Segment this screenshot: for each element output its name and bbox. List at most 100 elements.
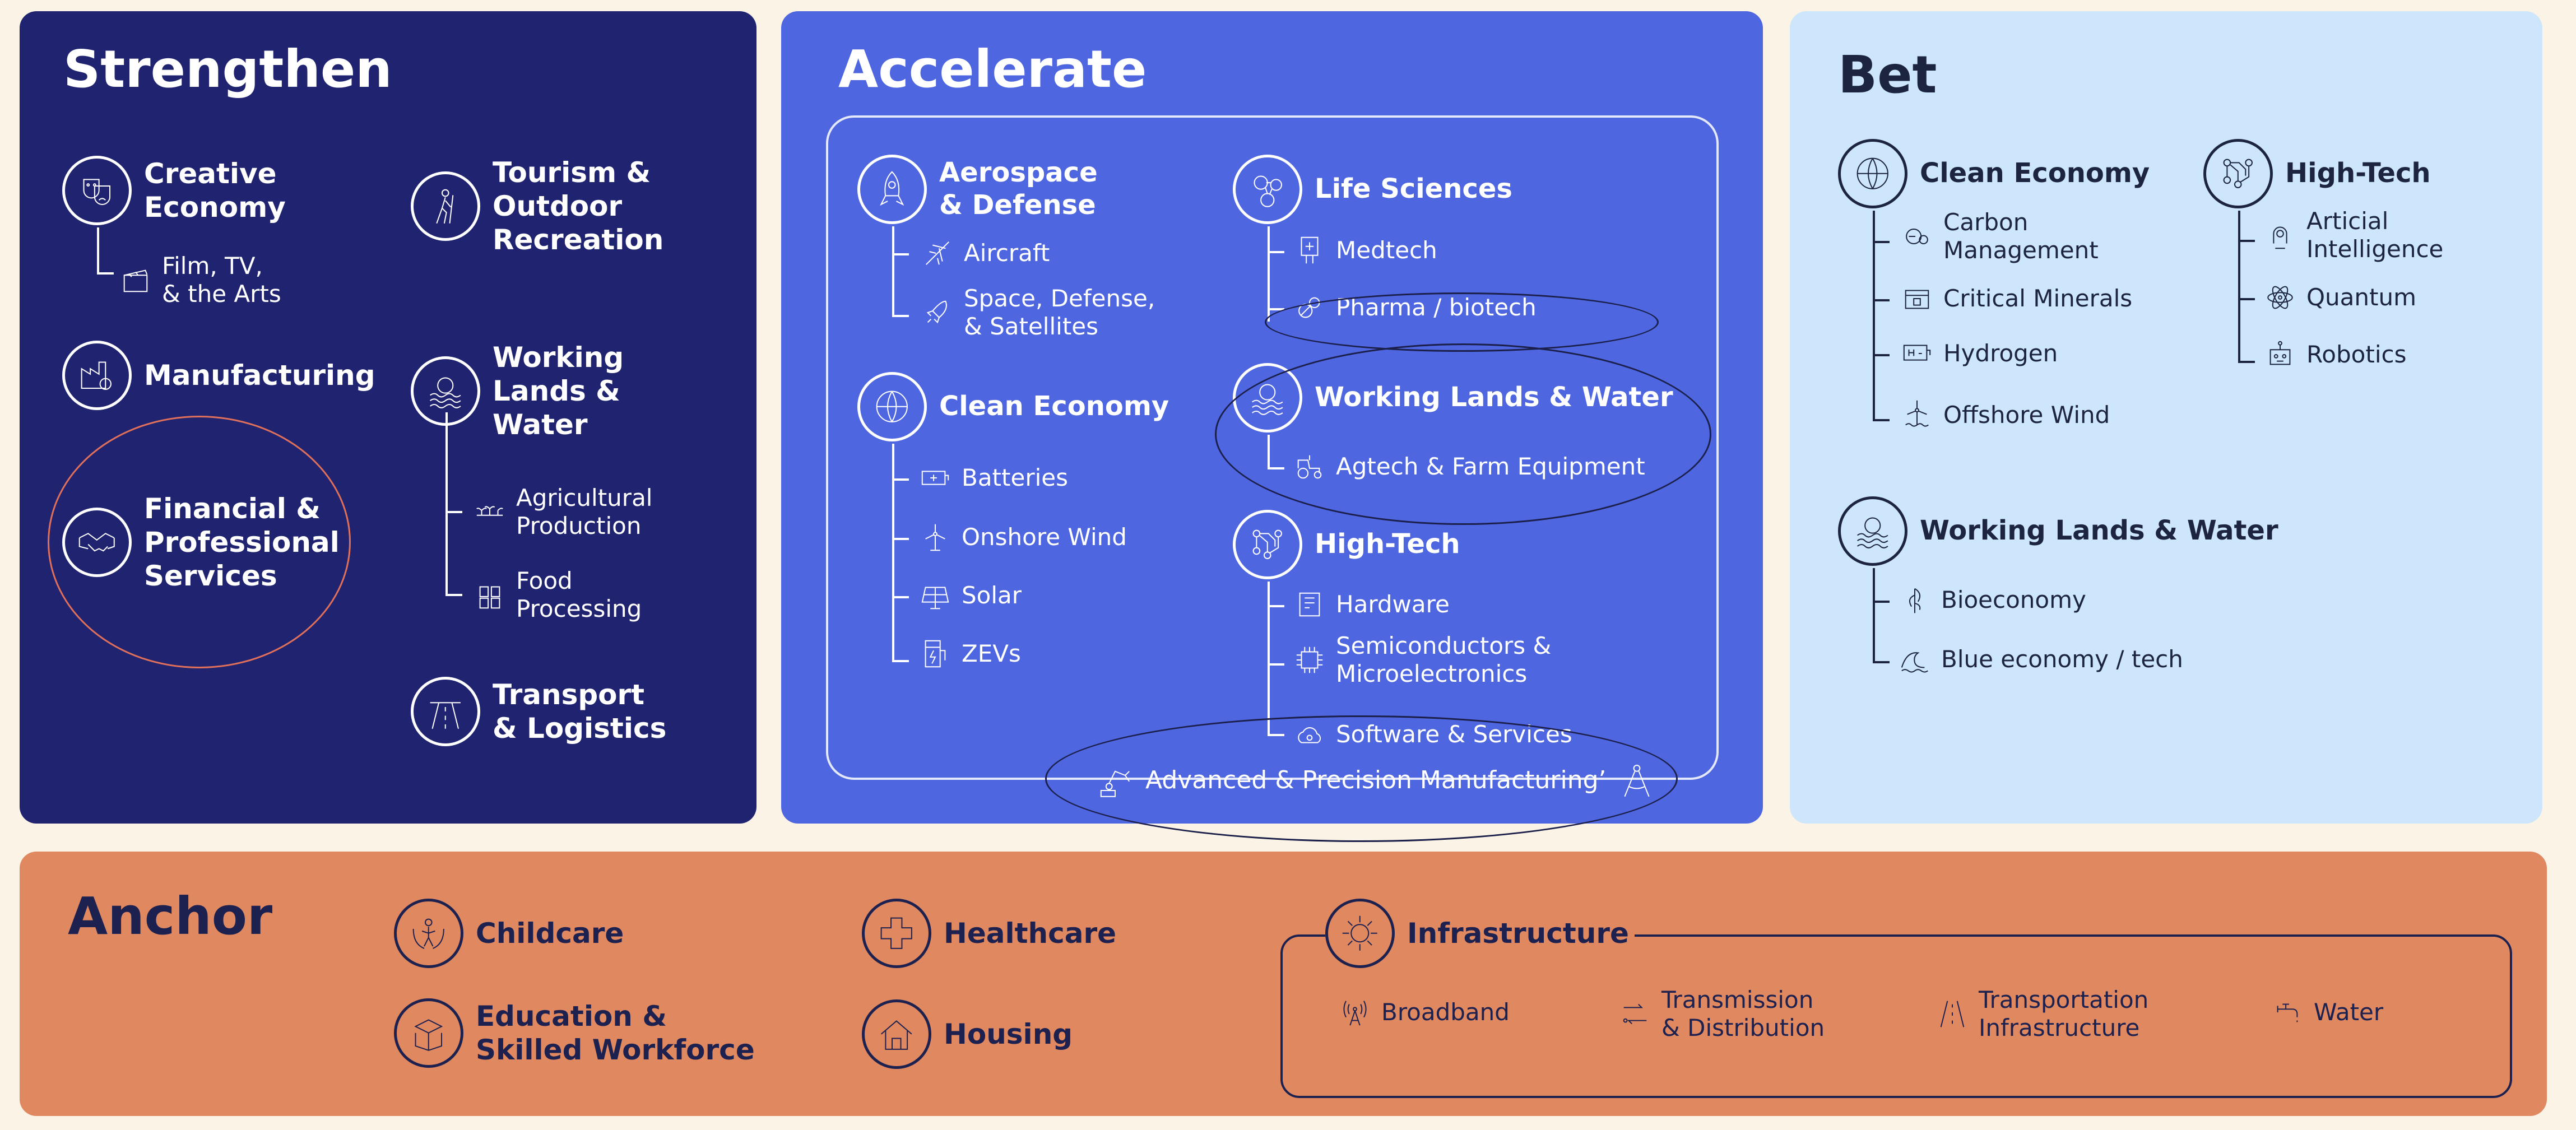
masks-icon	[62, 156, 132, 225]
category-high-tech-bet: High-Tech	[2203, 139, 2431, 208]
water-label: Water	[2314, 998, 2384, 1026]
hiker-icon	[411, 171, 480, 241]
bet-panel: Bet Clean Economy Carbon Management Crit…	[1790, 11, 2542, 824]
subitem-batteries: Batteries	[919, 462, 1068, 494]
category-creative-economy: Creative Economy	[62, 156, 286, 225]
space-defense-label: Space, Defense, & Satellites	[964, 285, 1155, 341]
road-lines-icon	[1936, 998, 1969, 1030]
blue-economy-label: Blue economy / tech	[1941, 645, 2183, 673]
anchor-title: Anchor	[68, 886, 273, 946]
manufacturing-label: Manufacturing	[144, 359, 375, 392]
childcare-label: Childcare	[476, 917, 624, 950]
subitem-bioeconomy: Bioeconomy	[1899, 584, 2086, 616]
strengthen-title: Strengthen	[63, 39, 392, 99]
subitem-blue-economy: Blue economy / tech	[1899, 643, 2183, 676]
child-hands-icon	[394, 899, 463, 968]
subitem-critical-minerals: Critical Minerals	[1901, 282, 2132, 315]
subitem-broadband: Broadband	[1339, 996, 1510, 1029]
ai-icon	[2264, 219, 2296, 252]
aircraft-label: Aircraft	[964, 239, 1050, 267]
working-lands-label: Working Lands & Water	[493, 341, 624, 441]
subitem-medtech: Medtech	[1293, 234, 1437, 267]
hydrogen-icon	[1901, 337, 1933, 370]
subitem-food-processing: Food Processing	[474, 567, 642, 624]
solar-panel-icon	[919, 579, 952, 612]
category-working-lands-water-bet: Working Lands & Water	[1838, 496, 2278, 566]
subitem-quantum: Quantum	[2264, 281, 2416, 314]
food-jars-icon	[474, 579, 506, 611]
rocket-icon	[857, 155, 927, 224]
road-icon	[411, 677, 480, 746]
clean-economy-bet-label: Clean Economy	[1920, 157, 2150, 189]
category-housing: Housing	[862, 999, 1073, 1069]
artificial-intelligence-label: Articial Intelligence	[2306, 207, 2444, 263]
subitem-hardware: Hardware	[1293, 588, 1450, 621]
agricultural-production-label: Agricultural Production	[516, 484, 653, 540]
circuit-icon	[2203, 139, 2273, 208]
transmission-icon	[1619, 998, 1651, 1030]
gear-arrows-icon	[1325, 899, 1395, 968]
book-cap-icon	[394, 998, 463, 1068]
bioeconomy-label: Bioeconomy	[1941, 585, 2086, 613]
critical-minerals-label: Critical Minerals	[1943, 284, 2133, 312]
ev-charger-icon	[919, 638, 952, 670]
subitem-semiconductors: Semiconductors & Microelectronics	[1293, 632, 1551, 689]
category-tourism-outdoor: Tourism & Outdoor Recreation	[411, 156, 663, 257]
subitem-transportation-infrastructure: Transportation Infrastructure	[1936, 986, 2148, 1043]
transmission-label: Transmission & Distribution	[1661, 986, 1825, 1042]
accelerate-panel: Accelerate Aerospace & Defense Aircraft …	[781, 11, 1763, 842]
hydrogen-label: Hydrogen	[1943, 339, 2058, 367]
circuit-icon	[1233, 510, 1302, 579]
working-lands-bet-label: Working Lands & Water	[1920, 515, 2278, 547]
category-clean-economy-bet: Clean Economy	[1838, 139, 2150, 208]
food-processing-label: Food Processing	[516, 567, 642, 623]
tourism-label: Tourism & Outdoor Recreation	[493, 156, 664, 256]
aerospace-label: Aerospace & Defense	[939, 157, 1098, 221]
offshore-wind-icon	[1901, 399, 1933, 431]
battery-icon	[919, 462, 952, 494]
category-infrastructure: Infrastructure	[1325, 899, 1635, 968]
onshore-wind-label: Onshore Wind	[962, 523, 1127, 551]
film-tv-arts-label: Film, TV, & the Arts	[162, 252, 281, 308]
category-high-tech: High-Tech	[1233, 510, 1460, 579]
offshore-wind-label: Offshore Wind	[1943, 401, 2110, 429]
wave-icon	[1899, 643, 1931, 676]
transportation-infrastructure-label: Transportation Infrastructure	[1979, 986, 2149, 1042]
category-childcare: Childcare	[394, 899, 624, 968]
subitem-offshore-wind: Offshore Wind	[1901, 399, 2110, 431]
highlight-ellipse-advanced-manufacturing	[1045, 715, 1678, 842]
medtech-icon	[1293, 234, 1326, 267]
factory-gear-icon	[62, 341, 132, 410]
subitem-space-defense: Space, Defense, & Satellites	[921, 285, 1155, 341]
category-clean-economy: Clean Economy	[857, 372, 1169, 441]
subitem-film-tv-arts: Film, TV, & the Arts	[119, 252, 281, 309]
subitem-artificial-intelligence: Articial Intelligence	[2264, 207, 2443, 264]
subitem-water: Water	[2271, 996, 2383, 1029]
batteries-label: Batteries	[962, 463, 1068, 491]
medical-cross-icon	[862, 899, 931, 968]
creative-economy-label: Creative Economy	[144, 157, 286, 224]
subitem-transmission-distribution: Transmission & Distribution	[1619, 986, 1825, 1043]
accelerate-title: Accelerate	[838, 39, 1147, 99]
subitem-onshore-wind: Onshore Wind	[919, 521, 1127, 554]
highlight-ellipse-working-lands	[1215, 343, 1711, 525]
medtech-label: Medtech	[1336, 236, 1437, 264]
carbon-management-label: Carbon Management	[1943, 208, 2099, 264]
house-icon	[862, 999, 931, 1069]
water-sun-icon	[1838, 496, 1907, 566]
solar-label: Solar	[962, 581, 1022, 609]
hardware-icon	[1293, 588, 1326, 621]
transport-label: Transport & Logistics	[493, 678, 667, 745]
category-education-workforce: Education & Skilled Workforce	[394, 998, 755, 1068]
minerals-icon	[1901, 282, 1933, 315]
category-healthcare: Healthcare	[862, 899, 1116, 968]
hardware-label: Hardware	[1336, 590, 1450, 618]
subitem-solar: Solar	[919, 579, 1022, 612]
rocket-small-icon	[921, 296, 954, 329]
clapperboard-icon	[119, 264, 152, 296]
sprouts-icon	[474, 496, 506, 528]
education-label: Education & Skilled Workforce	[476, 1000, 755, 1066]
semiconductors-label: Semiconductors & Microelectronics	[1336, 632, 1552, 688]
category-life-sciences: Life Sciences	[1233, 155, 1512, 224]
highlight-ellipse-financial	[48, 416, 351, 668]
